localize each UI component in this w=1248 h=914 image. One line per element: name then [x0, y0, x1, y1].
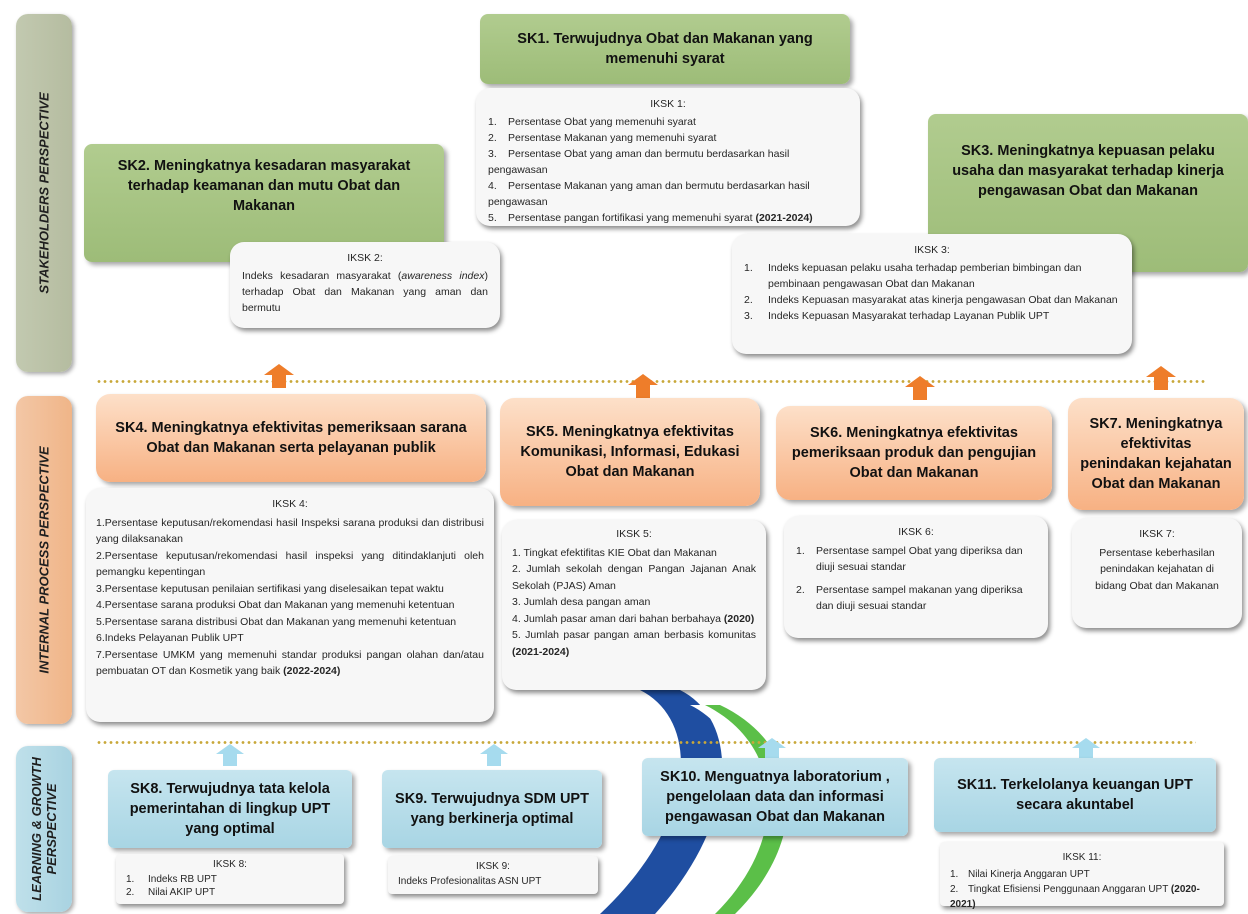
iksk5-item-1: 1. Tingkat efektifitas KIE Obat dan Maka… [512, 546, 717, 559]
iksk9-text: Indeks Profesionalitas ASN UPT [398, 876, 542, 887]
iksk7-text: Persentase keberhasilan penindakan kejah… [1095, 546, 1219, 592]
sk9-box: SK9. Terwujudnya SDM UPT yang berkinerja… [382, 770, 602, 848]
arrow-up-icon [480, 744, 508, 766]
iksk4-list: 1.Persentase keputusan/rekomendasi hasil… [96, 515, 484, 680]
iksk3-item-3: 3.Indeks Kepuasan Masyarakat terhadap La… [744, 310, 1050, 322]
iksk4-item-7: 7.Persentase UMKM yang memenuhi standar … [96, 648, 484, 678]
sk5-title: SK5. Meningkatnya efektivitas Komunikasi… [520, 424, 740, 480]
iksk6-box: IKSK 6: 1.Persentase sampel Obat yang di… [784, 516, 1048, 638]
iksk8-list: 1.Indeks RB UPT 2.Nilai AKIP UPT [126, 873, 334, 899]
iksk2-text: Indeks kesadaran masyarakat (awareness i… [242, 270, 488, 314]
iksk7-title: IKSK 7: [1139, 528, 1175, 540]
iksk8-item-2: 2.Nilai AKIP UPT [126, 887, 216, 898]
sk10-box: SK10. Menguatnya laboratorium , pengelol… [642, 758, 908, 836]
iksk3-box: IKSK 3: 1.Indeks kepuasan pelaku usaha t… [732, 234, 1132, 354]
iksk8-title: IKSK 8: [213, 859, 247, 870]
arrow-up-icon [1072, 738, 1100, 760]
iksk9-box: IKSK 9: Indeks Profesionalitas ASN UPT [388, 856, 598, 894]
iksk4-item-5: 5.Persentase sarana distribusi Obat dan … [96, 615, 457, 628]
arrow-up-icon [905, 376, 935, 400]
iksk4-item-4: 4.Persentase sarana produksi Obat dan Ma… [96, 599, 455, 611]
iksk5-box: IKSK 5: 1. Tingkat efektifitas KIE Obat … [502, 520, 766, 690]
iksk11-box: IKSK 11: 1.Nilai Kinerja Anggaran UPT 2.… [940, 842, 1224, 910]
iksk2-box: IKSK 2: Indeks kesadaran masyarakat (awa… [230, 242, 500, 328]
sk5-box: SK5. Meningkatnya efektivitas Komunikasi… [500, 398, 760, 506]
learning-perspective-bar: LEARNING & GROWTH PERSPECTIVE [16, 746, 72, 912]
iksk3-title: IKSK 3: [914, 244, 950, 256]
iksk4-item-6: 6.Indeks Pelayanan Publik UPT [96, 632, 244, 644]
arrow-up-icon [628, 374, 658, 398]
learning-perspective-label: LEARNING & GROWTH PERSPECTIVE [29, 757, 59, 901]
iksk5-title: IKSK 5: [616, 528, 652, 540]
iksk11-item-1: 1.Nilai Kinerja Anggaran UPT [950, 869, 1090, 880]
iksk4-item-1: 1.Persentase keputusan/rekomendasi hasil… [96, 516, 484, 546]
sk7-box: SK7. Meningkatnya efektivitas penindakan… [1068, 398, 1244, 510]
iksk8-item-1: 1.Indeks RB UPT [126, 874, 217, 885]
iksk11-item-2: 2.Tingkat Efisiensi Penggunaan Anggaran … [950, 884, 1200, 910]
iksk7-box: IKSK 7: Persentase keberhasilan penindak… [1072, 518, 1242, 628]
sk7-title: SK7. Meningkatnya efektivitas penindakan… [1080, 416, 1232, 492]
iksk1-list: 1.Persentase Obat yang memenuhi syarat 2… [486, 114, 850, 226]
iksk5-item-2: 2. Jumlah sekolah dengan Pangan Jajanan … [512, 563, 756, 592]
arrow-up-icon [1146, 366, 1176, 390]
sk11-title: SK11. Terkelolanya keuangan UPT secara a… [957, 777, 1193, 813]
sk8-title: SK8. Terwujudnya tata kelola pemerintaha… [129, 781, 331, 837]
iksk3-item-2: 2.Indeks Kepuasan masyarakat atas kinerj… [744, 294, 1118, 306]
iksk1-item-1: 1.Persentase Obat yang memenuhi syarat [488, 116, 696, 128]
iksk5-item-5: 5. Jumlah pasar pangan aman berbasis kom… [512, 629, 757, 658]
arrow-up-icon [264, 364, 294, 388]
iksk4-item-3: 3.Persentase keputusan penilaian sertifi… [96, 582, 444, 595]
learning-perspective-line2: PERSPECTIVE [44, 783, 59, 875]
iksk1-box: IKSK 1: 1.Persentase Obat yang memenuhi … [476, 88, 860, 226]
iksk11-list: 1.Nilai Kinerja Anggaran UPT 2.Tingkat E… [950, 867, 1214, 912]
stakeholders-perspective-label: STAKEHOLDERS PERSPECTIVE [36, 92, 52, 294]
iksk6-item-1: 1.Persentase sampel Obat yang diperiksa … [796, 544, 1023, 574]
iksk9-title: IKSK 9: [476, 861, 510, 872]
iksk8-box: IKSK 8: 1.Indeks RB UPT 2.Nilai AKIP UPT [116, 854, 344, 904]
arrow-up-icon [758, 738, 786, 760]
iksk1-item-2: 2.Persentase Makanan yang memenuhi syara… [488, 132, 717, 144]
learning-perspective-line1: LEARNING & GROWTH [29, 757, 44, 901]
sk4-box: SK4. Meningkatnya efektivitas pemeriksaa… [96, 394, 486, 482]
sk3-title: SK3. Meningkatnya kepuasan pelaku usaha … [952, 143, 1224, 199]
iksk4-title: IKSK 4: [272, 498, 308, 510]
iksk3-item-1: 1.Indeks kepuasan pelaku usaha terhadap … [744, 262, 1082, 290]
iksk1-item-3: 3.Persentase Obat yang aman dan bermutu … [488, 148, 790, 176]
iksk1-item-5: 5.Persentase pangan fortifikasi yang mem… [488, 212, 813, 224]
iksk2-title: IKSK 2: [347, 252, 383, 264]
stakeholders-perspective-bar: STAKEHOLDERS PERSPECTIVE [16, 14, 72, 372]
sk4-title: SK4. Meningkatnya efektivitas pemeriksaa… [115, 420, 467, 456]
sk6-title: SK6. Meningkatnya efektivitas pemeriksaa… [791, 425, 1037, 481]
sk6-box: SK6. Meningkatnya efektivitas pemeriksaa… [776, 406, 1052, 500]
internal-separator-line [96, 741, 1196, 744]
iksk5-list: 1. Tingkat efektifitas KIE Obat dan Maka… [512, 545, 756, 661]
iksk6-list: 1.Persentase sampel Obat yang diperiksa … [796, 543, 1036, 615]
iksk5-item-4: 4. Jumlah pasar aman dari bahan berbahay… [512, 612, 755, 625]
sk10-title: SK10. Menguatnya laboratorium , pengelol… [660, 769, 890, 825]
iksk1-title: IKSK 1: [650, 98, 686, 110]
sk9-title: SK9. Terwujudnya SDM UPT yang berkinerja… [395, 791, 589, 827]
sk11-box: SK11. Terkelolanya keuangan UPT secara a… [934, 758, 1216, 832]
internal-perspective-label: INTERNAL PROCESS PERSPECTIVE [36, 446, 52, 674]
arrow-up-icon [216, 744, 244, 766]
internal-perspective-bar: INTERNAL PROCESS PERSPECTIVE [16, 396, 72, 724]
iksk4-item-2: 2.Persentase keputusan/rekomendasi hasil… [96, 549, 484, 579]
iksk11-title: IKSK 11: [1062, 852, 1102, 863]
sk1-box: SK1. Terwujudnya Obat dan Makanan yang m… [480, 14, 850, 84]
iksk6-title: IKSK 6: [898, 526, 934, 538]
sk2-title: SK2. Meningkatnya kesadaran masyarakat t… [117, 158, 411, 214]
iksk1-item-4: 4.Persentase Makanan yang aman dan bermu… [488, 180, 810, 208]
iksk5-item-3: 3. Jumlah desa pangan aman [512, 596, 651, 608]
iksk4-box: IKSK 4: 1.Persentase keputusan/rekomenda… [86, 488, 494, 722]
sk1-title: SK1. Terwujudnya Obat dan Makanan yang m… [517, 31, 813, 67]
iksk6-item-2: 2.Persentase sampel makanan yang diperik… [796, 583, 1023, 613]
iksk3-list: 1.Indeks kepuasan pelaku usaha terhadap … [744, 260, 1120, 324]
sk8-box: SK8. Terwujudnya tata kelola pemerintaha… [108, 770, 352, 848]
